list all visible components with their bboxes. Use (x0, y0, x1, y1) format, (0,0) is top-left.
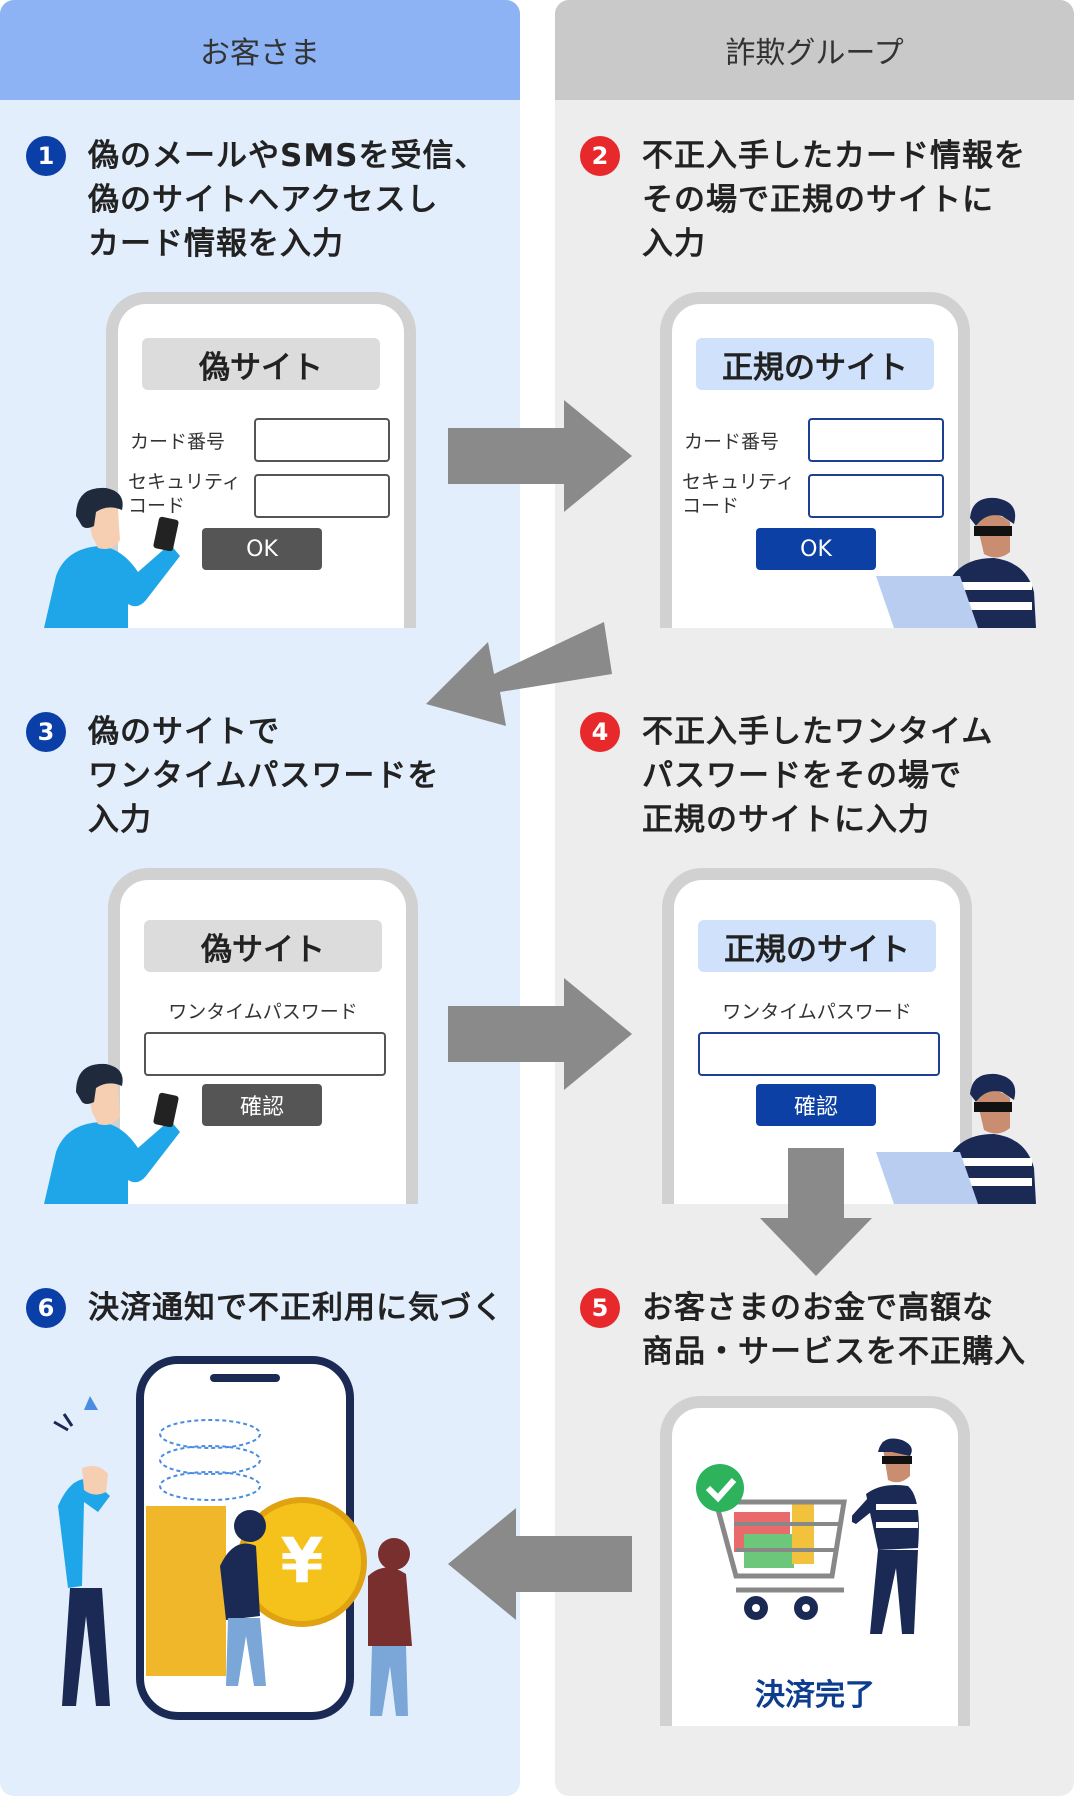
step-2: 2 不正入手したカード情報を その場で正規のサイトに 入力 (580, 134, 1026, 266)
step-number-3: 3 (26, 712, 66, 752)
step-3: 3 偽のサイトで ワンタイムパスワードを 入力 (26, 710, 439, 842)
customer-column-header: お客さま (0, 0, 520, 100)
right-arrow-icon (448, 400, 632, 512)
step-text-2: 不正入手したカード情報を その場で正規のサイトに 入力 (642, 138, 1026, 262)
left-arrow-icon (448, 1508, 632, 1620)
phone-real-card: 正規のサイト カード番号 セキュリティ コード OK (660, 292, 970, 628)
real-site-title: 正規のサイト (696, 338, 934, 390)
otp-input[interactable] (144, 1032, 386, 1076)
step-number-6: 6 (26, 1288, 66, 1328)
otp-input[interactable] (698, 1032, 940, 1076)
fraud-column-header: 詐欺グループ (555, 0, 1074, 100)
phone-fake-card: 偽サイト カード番号 セキュリティ コード OK (106, 292, 416, 628)
security-code-input[interactable] (254, 474, 390, 518)
phone-payment: 決済完了 (660, 1396, 970, 1726)
fraud-noticed-illustration: ¥ (53, 1356, 412, 1720)
step-4: 4 不正入手したワンタイム パスワードをその場で 正規のサイトに入力 (580, 710, 993, 842)
right-arrow-icon (448, 978, 632, 1090)
security-code-label: セキュリティ コード (128, 471, 241, 517)
fraudster-laptop-icon (876, 1073, 1036, 1204)
real-site-title: 正規のサイト (698, 920, 936, 972)
payment-done-label: 決済完了 (755, 1678, 875, 1713)
card-number-label: カード番号 (684, 431, 780, 453)
otp-label: ワンタイムパスワード (168, 1001, 358, 1023)
fraudster-laptop-icon (876, 497, 1036, 628)
security-code-label: セキュリティ コード (682, 471, 795, 517)
security-code-input[interactable] (808, 474, 944, 518)
step-text-1: 偽のメールやSMSを受信、 偽のサイトへアクセスし カード情報を入力 (88, 138, 487, 262)
customer-with-phone-icon (44, 487, 180, 628)
step-number-2: 2 (580, 136, 620, 176)
fake-site-title: 偽サイト (142, 338, 380, 390)
step-1: 1 偽のメールやSMSを受信、 偽のサイトへアクセスし カード情報を入力 (26, 134, 487, 266)
step-6: 6 決済通知で不正利用に気づく (26, 1286, 504, 1330)
card-number-input[interactable] (808, 418, 944, 462)
card-number-label: カード番号 (130, 431, 226, 453)
step-number-4: 4 (580, 712, 620, 752)
otp-label: ワンタイムパスワード (722, 1001, 912, 1023)
step-text-4: 不正入手したワンタイム パスワードをその場で 正規のサイトに入力 (642, 714, 994, 838)
down-arrow-icon (760, 1148, 872, 1276)
svg-text:¥: ¥ (280, 1524, 323, 1597)
card-number-input[interactable] (254, 418, 390, 462)
step-text-3: 偽のサイトで ワンタイムパスワードを 入力 (88, 714, 440, 838)
ok-button[interactable]: OK (756, 528, 876, 570)
ok-button[interactable]: OK (202, 528, 322, 570)
confirm-button[interactable]: 確認 (202, 1084, 322, 1126)
step-5: 5 お客さまのお金で高額な 商品・サービスを不正購入 (580, 1286, 1026, 1374)
step-number-5: 5 (580, 1288, 620, 1328)
step-number-1: 1 (26, 136, 66, 176)
customer-with-phone-icon (44, 1063, 180, 1204)
fraudster-shopping-icon (852, 1438, 919, 1634)
confirm-button[interactable]: 確認 (756, 1084, 876, 1126)
down-left-arrow-icon (426, 622, 612, 726)
step-text-5: お客さまのお金で高額な 商品・サービスを不正購入 (642, 1290, 1026, 1370)
fake-site-title: 偽サイト (144, 920, 382, 972)
shopping-cart-icon (696, 1464, 847, 1620)
step-text-6: 決済通知で不正利用に気づく (88, 1290, 504, 1326)
